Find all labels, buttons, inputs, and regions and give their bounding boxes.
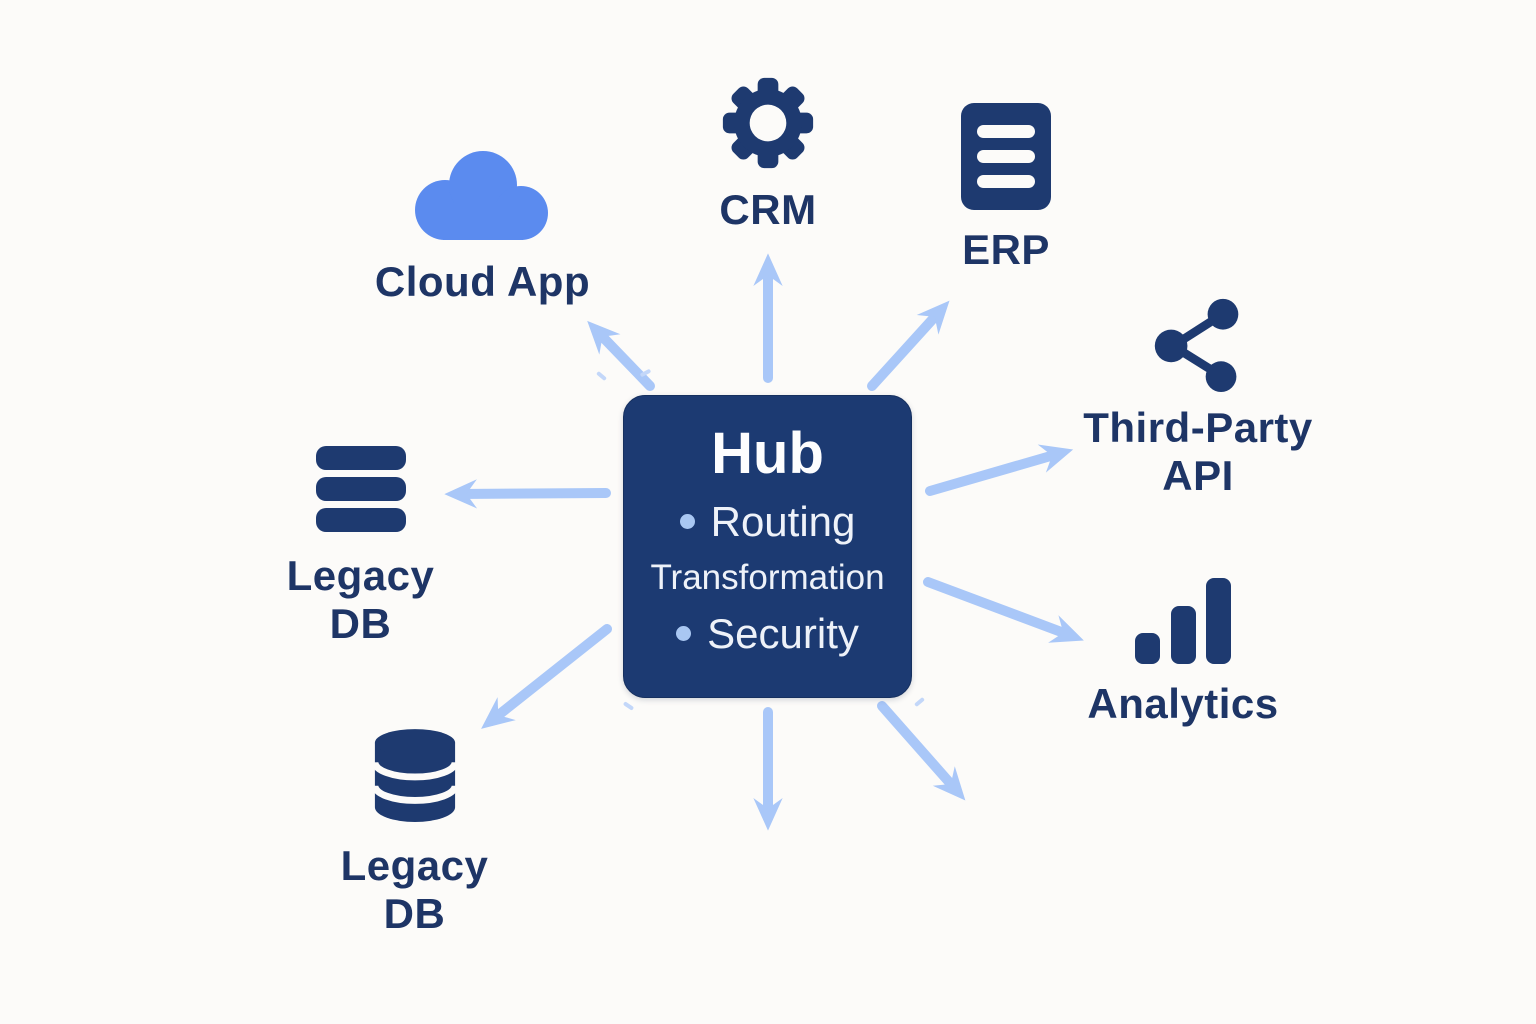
hub-feature-transformation: Transformation (650, 558, 884, 597)
node-analytics: Analytics (1078, 578, 1288, 728)
arrow-hub-to-legacy-db-servers (444, 479, 611, 509)
node-cloud-app: Cloud App (355, 147, 610, 306)
bar-chart-icon (1135, 578, 1231, 664)
cloud-icon (414, 151, 548, 240)
node-label: Legacy DB (340, 842, 489, 937)
arrow-hub-down-right (877, 701, 966, 801)
background-speckle (914, 696, 925, 708)
arrow-hub-to-third-party-api (925, 444, 1074, 496)
node-legacy-db-servers: Legacy DB (258, 446, 463, 648)
hub-feature-routing: Routing (679, 497, 856, 545)
node-legacy-db-cylinder: Legacy DB (312, 726, 517, 938)
hub-feature-label: Security (707, 610, 859, 658)
node-label: Cloud App (374, 258, 591, 305)
node-label: Third-Party API (1083, 404, 1313, 499)
gear-icon (722, 77, 814, 169)
background-speckle (596, 370, 607, 382)
node-label: Analytics (1087, 680, 1279, 727)
server-stack-icon (315, 446, 406, 532)
share-nodes-icon (1154, 298, 1239, 392)
node-label: CRM (719, 186, 817, 233)
hub-title: Hub (711, 421, 824, 486)
bullet-dot (676, 626, 692, 642)
arrow-hub-to-erp (867, 300, 950, 391)
background-speckle (622, 701, 635, 711)
hub-feature-security: Security (676, 610, 859, 657)
background-speckle (639, 368, 652, 378)
node-crm: CRM (688, 76, 848, 234)
arrow-hub-to-legacy-db-cylinder (481, 624, 612, 729)
node-third-party-api: Third-Party API (1068, 296, 1328, 500)
bullet-dot (679, 513, 695, 529)
hub-feature-label: Transformation (650, 557, 885, 597)
database-cylinder-icon (370, 729, 459, 822)
arrow-hub-to-analytics (923, 577, 1084, 643)
hub-feature-label: Routing (710, 497, 856, 545)
document-lines-icon (961, 103, 1051, 210)
node-erp: ERP (921, 102, 1091, 274)
hub-box: Hub Routing Transformation Security (623, 395, 912, 698)
node-label: ERP (962, 226, 1050, 273)
node-label: Legacy DB (286, 552, 435, 647)
